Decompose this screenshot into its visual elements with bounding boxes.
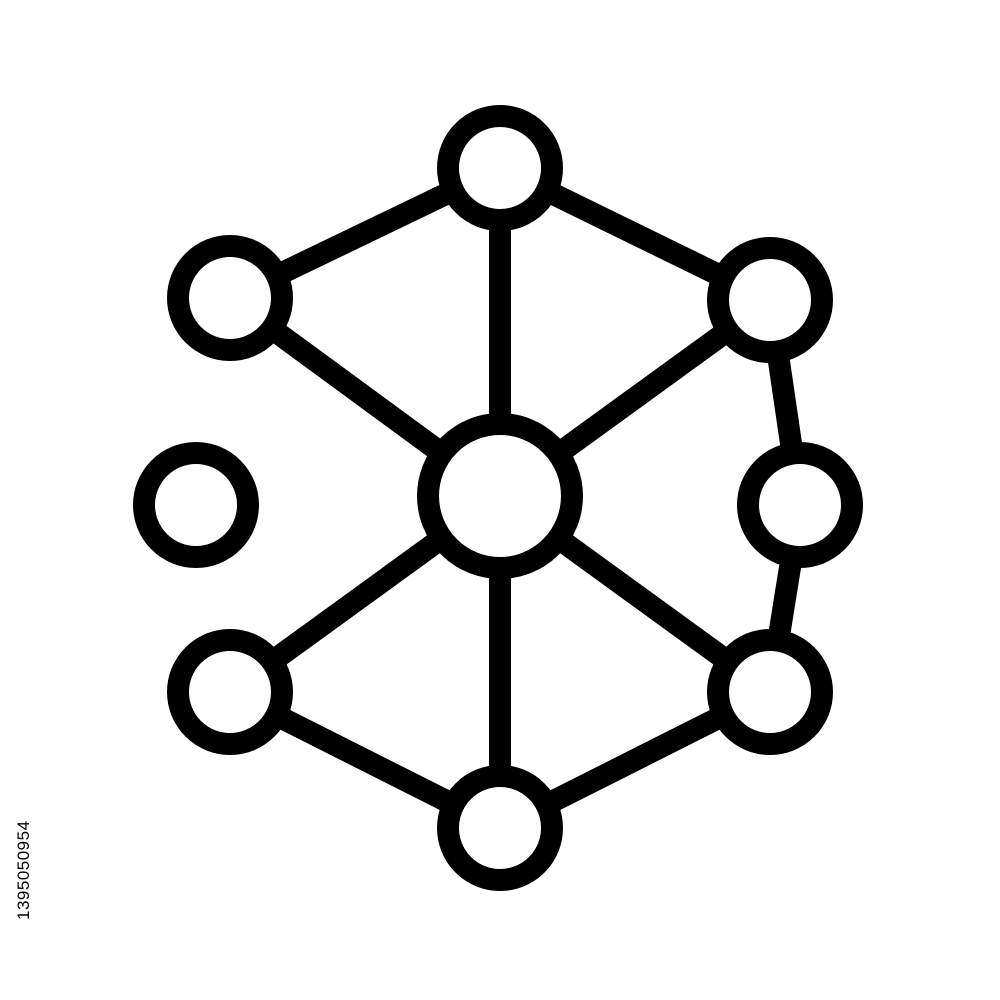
node-isolated-left: [133, 442, 259, 568]
node-upper-left: [167, 235, 293, 361]
node-top: [437, 105, 563, 231]
stock-id-watermark: 1395050954: [14, 820, 33, 920]
nodes-layer: [133, 105, 863, 891]
node-lower-left: [167, 629, 293, 755]
node-upper-right: [707, 237, 833, 363]
node-bottom: [437, 765, 563, 891]
node-center: [417, 413, 583, 579]
node-lower-right: [707, 629, 833, 755]
node-right: [737, 442, 863, 568]
